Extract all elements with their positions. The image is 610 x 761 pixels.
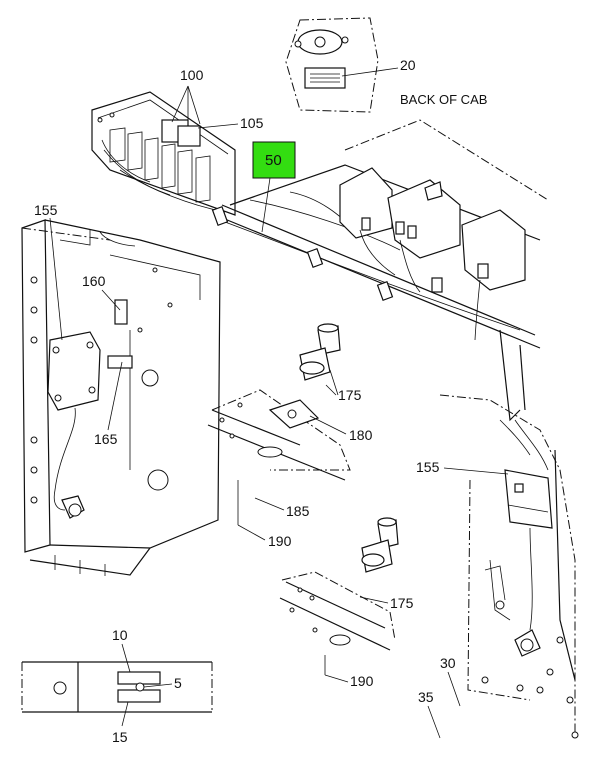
- wall-modules: [339, 167, 526, 341]
- left-frame: [21, 219, 221, 576]
- harness-wall: [211, 119, 549, 422]
- callout-155-left: 155: [34, 202, 58, 218]
- detail-bar: [21, 661, 213, 713]
- callout-165: 165: [94, 431, 118, 447]
- callout-50: 50: [265, 152, 282, 169]
- back-of-cab-note: BACK OF CAB: [400, 92, 487, 107]
- callout-20: 20: [400, 57, 416, 73]
- callout-50-highlight: [252, 141, 296, 179]
- callout-105: 105: [240, 115, 264, 131]
- module-155-right: [504, 469, 553, 657]
- connector-175-lower: [361, 517, 399, 573]
- module-155-left: [47, 331, 101, 519]
- callout-100: 100: [180, 67, 204, 83]
- callout-190-lower: 190: [350, 673, 374, 689]
- callout-190-upper: 190: [268, 533, 292, 549]
- callout-5: 5: [174, 675, 182, 691]
- right-wall: [439, 394, 579, 740]
- callout-10: 10: [112, 627, 128, 643]
- callout-30: 30: [440, 655, 456, 671]
- bracket-165: [107, 355, 133, 369]
- callout-175-lower: 175: [390, 595, 414, 611]
- callout-185: 185: [286, 503, 310, 519]
- bracket-160: [114, 299, 128, 325]
- callout-160: 160: [82, 273, 106, 289]
- callout-180: 180: [349, 427, 373, 443]
- connector-175-upper: [299, 323, 341, 396]
- relay-panel-assembly: [91, 91, 236, 216]
- floor-section-upper: [207, 389, 351, 541]
- callout-15: 15: [112, 729, 128, 745]
- callout-175-upper: 175: [338, 387, 362, 403]
- floor-section-lower: [279, 571, 396, 683]
- callout-155-right: 155: [416, 459, 440, 475]
- callout-35: 35: [418, 689, 434, 705]
- back-of-cab-plate: [285, 17, 379, 113]
